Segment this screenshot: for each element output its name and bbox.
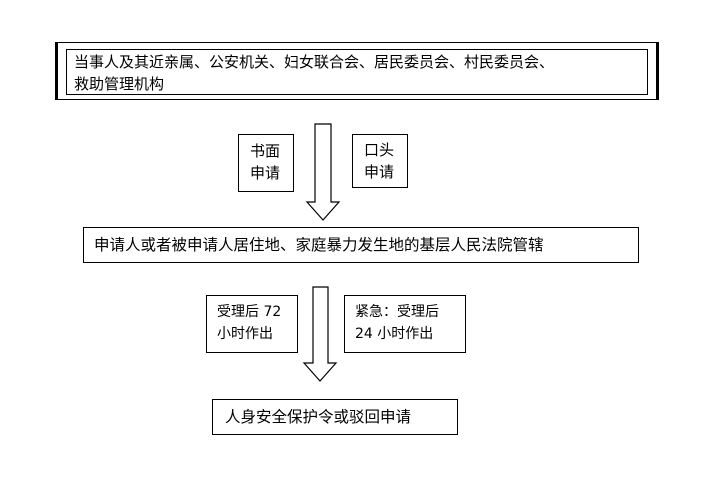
oral-line-2: 申请 <box>364 163 395 181</box>
applicants-box: 当事人及其近亲属、公安机关、妇女联合会、居民委员会、村民委员会、 救助管理机构 <box>55 42 659 100</box>
oral-application-box: 口头 申请 <box>352 134 408 188</box>
urgent-timeline-box: 紧急：受理后 24 小时作出 <box>344 295 466 353</box>
result-text: 人身安全保护令或驳回申请 <box>225 408 412 426</box>
normal-timeline-box: 受理后 72 小时作出 <box>206 295 298 353</box>
applicants-inner-frame <box>66 49 648 95</box>
arrow-down-2 <box>302 286 338 382</box>
written-application-box: 书面 申请 <box>238 134 294 192</box>
court-jurisdiction-box: 申请人或者被申请人居住地、家庭暴力发生地的基层人民法院管辖 <box>83 227 639 263</box>
written-line-2: 申请 <box>250 164 281 182</box>
normal-line-2: 小时作出 <box>217 326 273 342</box>
applicants-line-2: 救助管理机构 <box>74 75 165 93</box>
urgent-line-1: 紧急：受理后 <box>355 304 439 320</box>
urgent-line-2: 24 小时作出 <box>355 326 434 342</box>
applicants-line-1: 当事人及其近亲属、公安机关、妇女联合会、居民委员会、村民委员会、 <box>74 53 555 71</box>
normal-line-1: 受理后 72 <box>217 304 282 320</box>
oral-line-1: 口头 <box>364 141 395 159</box>
arrow-down-1 <box>305 123 341 221</box>
written-line-1: 书面 <box>250 142 281 160</box>
court-text: 申请人或者被申请人居住地、家庭暴力发生地的基层人民法院管辖 <box>94 236 544 254</box>
result-box: 人身安全保护令或驳回申请 <box>212 399 458 435</box>
